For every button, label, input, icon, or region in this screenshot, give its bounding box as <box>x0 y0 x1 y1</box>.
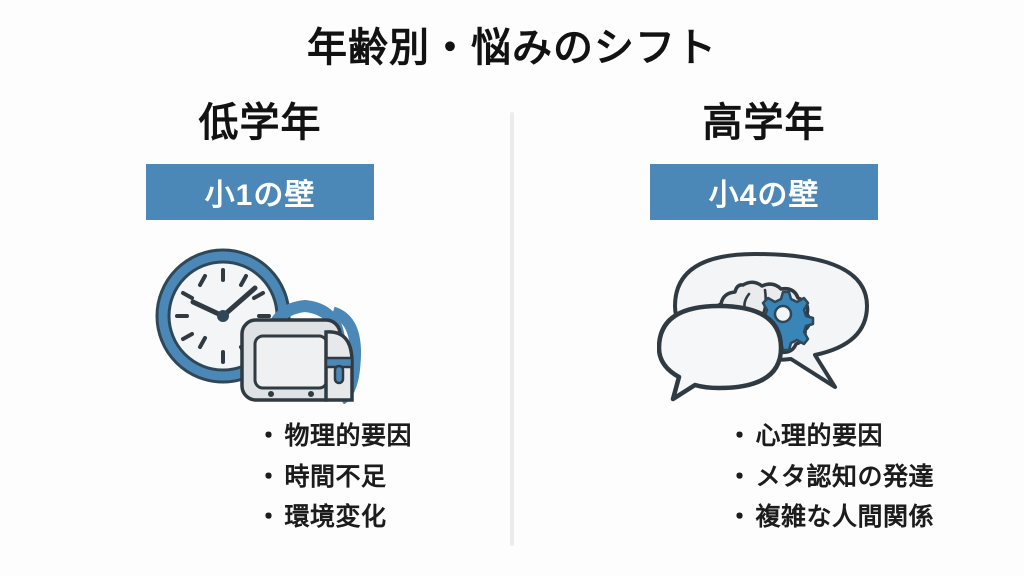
list-item-label: メタ認知の発達 <box>755 462 935 491</box>
list-item: ・時間不足 <box>256 457 412 498</box>
column-divider <box>510 112 514 546</box>
right-badge: 小4の壁 <box>650 164 878 220</box>
bullet-marker: ・ <box>255 462 282 491</box>
bullet-marker: ・ <box>255 503 282 531</box>
speech-bubble-plain <box>656 303 783 402</box>
left-bullet-list: ・物理的要因 ・時間不足 ・環境変化 <box>256 416 412 538</box>
right-column-heading: 高学年 <box>702 101 826 145</box>
list-item: ・心理的要因 <box>727 416 934 457</box>
left-illustration <box>30 244 490 404</box>
column-high-grade: 高学年 小4の壁 <box>534 100 994 538</box>
left-badge: 小1の壁 <box>146 164 374 220</box>
left-column-heading: 低学年 <box>198 101 322 145</box>
backpack-icon <box>240 299 362 404</box>
bullet-marker: ・ <box>726 422 753 450</box>
column-low-grade: 低学年 小1の壁 <box>30 100 490 538</box>
list-item: ・物理的要因 <box>256 416 412 457</box>
list-item: ・メタ認知の発達 <box>727 457 934 498</box>
bullet-marker: ・ <box>255 422 282 450</box>
list-item-label: 複雑な人間関係 <box>755 503 935 531</box>
list-item-label: 心理的要因 <box>755 422 884 450</box>
right-bullet-list: ・心理的要因 ・メタ認知の発達 ・複雑な人間関係 <box>727 416 934 538</box>
right-illustration <box>534 244 994 404</box>
speech-bubbles-brain-gear-icon <box>656 252 869 402</box>
list-item-label: 環境変化 <box>284 503 387 531</box>
list-item-label: 物理的要因 <box>284 422 413 450</box>
bullet-marker: ・ <box>726 462 753 491</box>
list-item: ・環境変化 <box>256 497 412 538</box>
bullet-marker: ・ <box>726 503 753 531</box>
list-item-label: 時間不足 <box>284 462 387 491</box>
clock-and-backpack-icon <box>155 248 362 404</box>
page-title: 年齢別・悩みのシフト <box>307 26 717 70</box>
list-item: ・複雑な人間関係 <box>727 497 934 538</box>
